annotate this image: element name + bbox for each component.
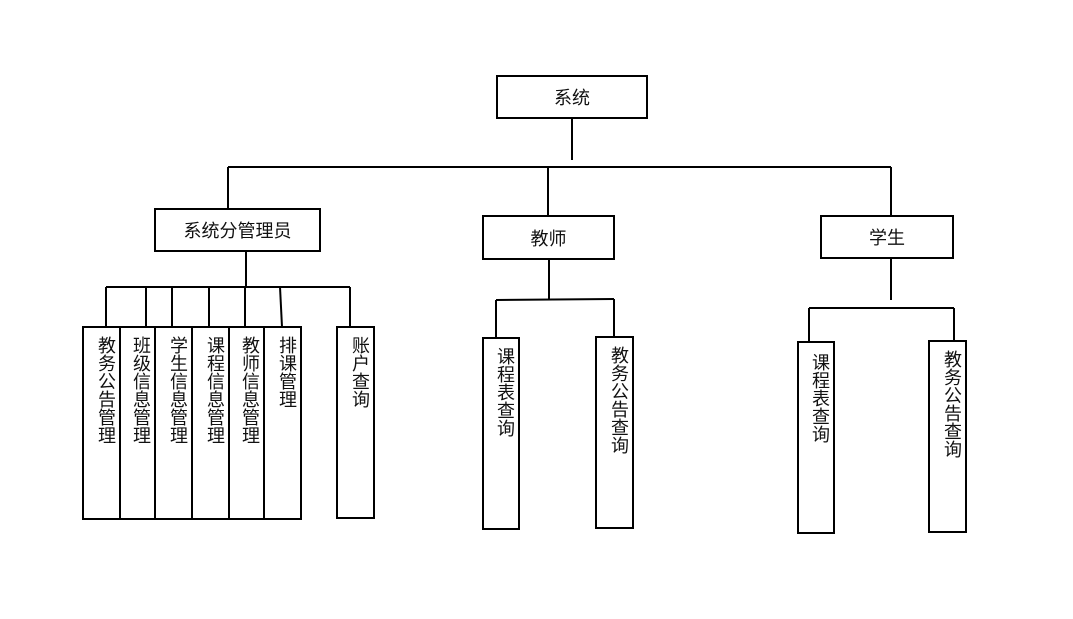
node-label: 排课管理 [276,336,297,408]
node-teacher-child: 课程表查询 [482,337,520,530]
node-teacher-child: 教务公告查询 [595,336,634,529]
node-admin-child: 排课管理 [263,326,302,520]
node-label: 课程表查询 [809,353,830,443]
node-label: 课程表查询 [494,347,515,437]
node-student: 学生 [820,215,954,259]
node-root: 系统 [496,75,648,119]
node-teacher: 教师 [482,215,615,260]
node-label: 教师信息管理 [239,336,260,444]
node-label: 教务公告查询 [941,350,962,458]
node-admin-child: 账户查询 [336,326,375,519]
node-admin-child: 课程信息管理 [191,326,230,520]
node-admin-child: 班级信息管理 [119,326,156,520]
node-student-child: 课程表查询 [797,341,835,534]
node-admin: 系统分管理员 [154,208,321,252]
node-label: 课程信息管理 [204,336,225,444]
node-admin-child: 学生信息管理 [154,326,193,520]
node-label: 账户查询 [349,336,370,408]
node-label: 教务公告管理 [95,336,116,444]
node-admin-child: 教师信息管理 [228,326,265,520]
node-student-child: 教务公告查询 [928,340,967,533]
node-label: 班级信息管理 [130,336,151,444]
node-label: 学生信息管理 [167,336,188,444]
node-admin-child: 教务公告管理 [82,326,121,520]
node-label: 教务公告查询 [608,346,629,454]
